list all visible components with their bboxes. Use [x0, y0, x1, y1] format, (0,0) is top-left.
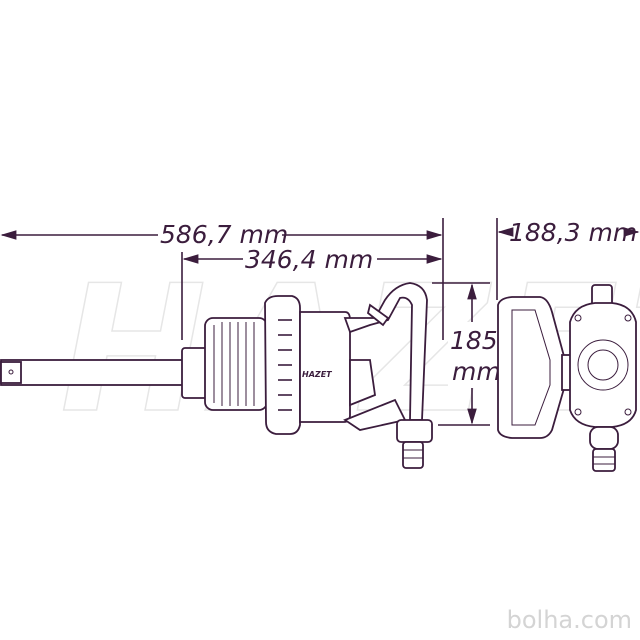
hazet-logo: HAZET	[302, 370, 332, 379]
extended-anvil	[0, 359, 184, 386]
body-length-label: 346,4 mm	[245, 245, 373, 274]
d-handle	[343, 282, 428, 421]
air-inlet	[402, 441, 424, 469]
dimension-height: 185 mm	[432, 282, 501, 426]
nose	[181, 347, 208, 399]
square-drive	[0, 361, 22, 384]
height-unit-label: mm	[452, 357, 501, 386]
site-watermark: bolha.com	[506, 606, 632, 634]
impact-wrench-side-view: HAZET	[0, 282, 433, 469]
motor-end-cap	[569, 302, 637, 428]
dimension-width: 188,3 mm	[496, 218, 640, 300]
overall-length-label: 586,7 mm	[160, 220, 288, 249]
trigger	[366, 303, 390, 327]
height-value-label: 185	[450, 326, 498, 355]
dimension-overall-length: 586,7 mm	[0, 218, 444, 340]
impact-wrench-rear-view	[497, 284, 637, 472]
dimension-body-length: 346,4 mm	[181, 245, 443, 340]
motor-housing	[299, 311, 351, 423]
valve-rear	[589, 426, 619, 450]
air-inlet-rear	[592, 448, 616, 472]
valve-body	[396, 419, 433, 443]
width-label: 188,3 mm	[509, 218, 637, 247]
